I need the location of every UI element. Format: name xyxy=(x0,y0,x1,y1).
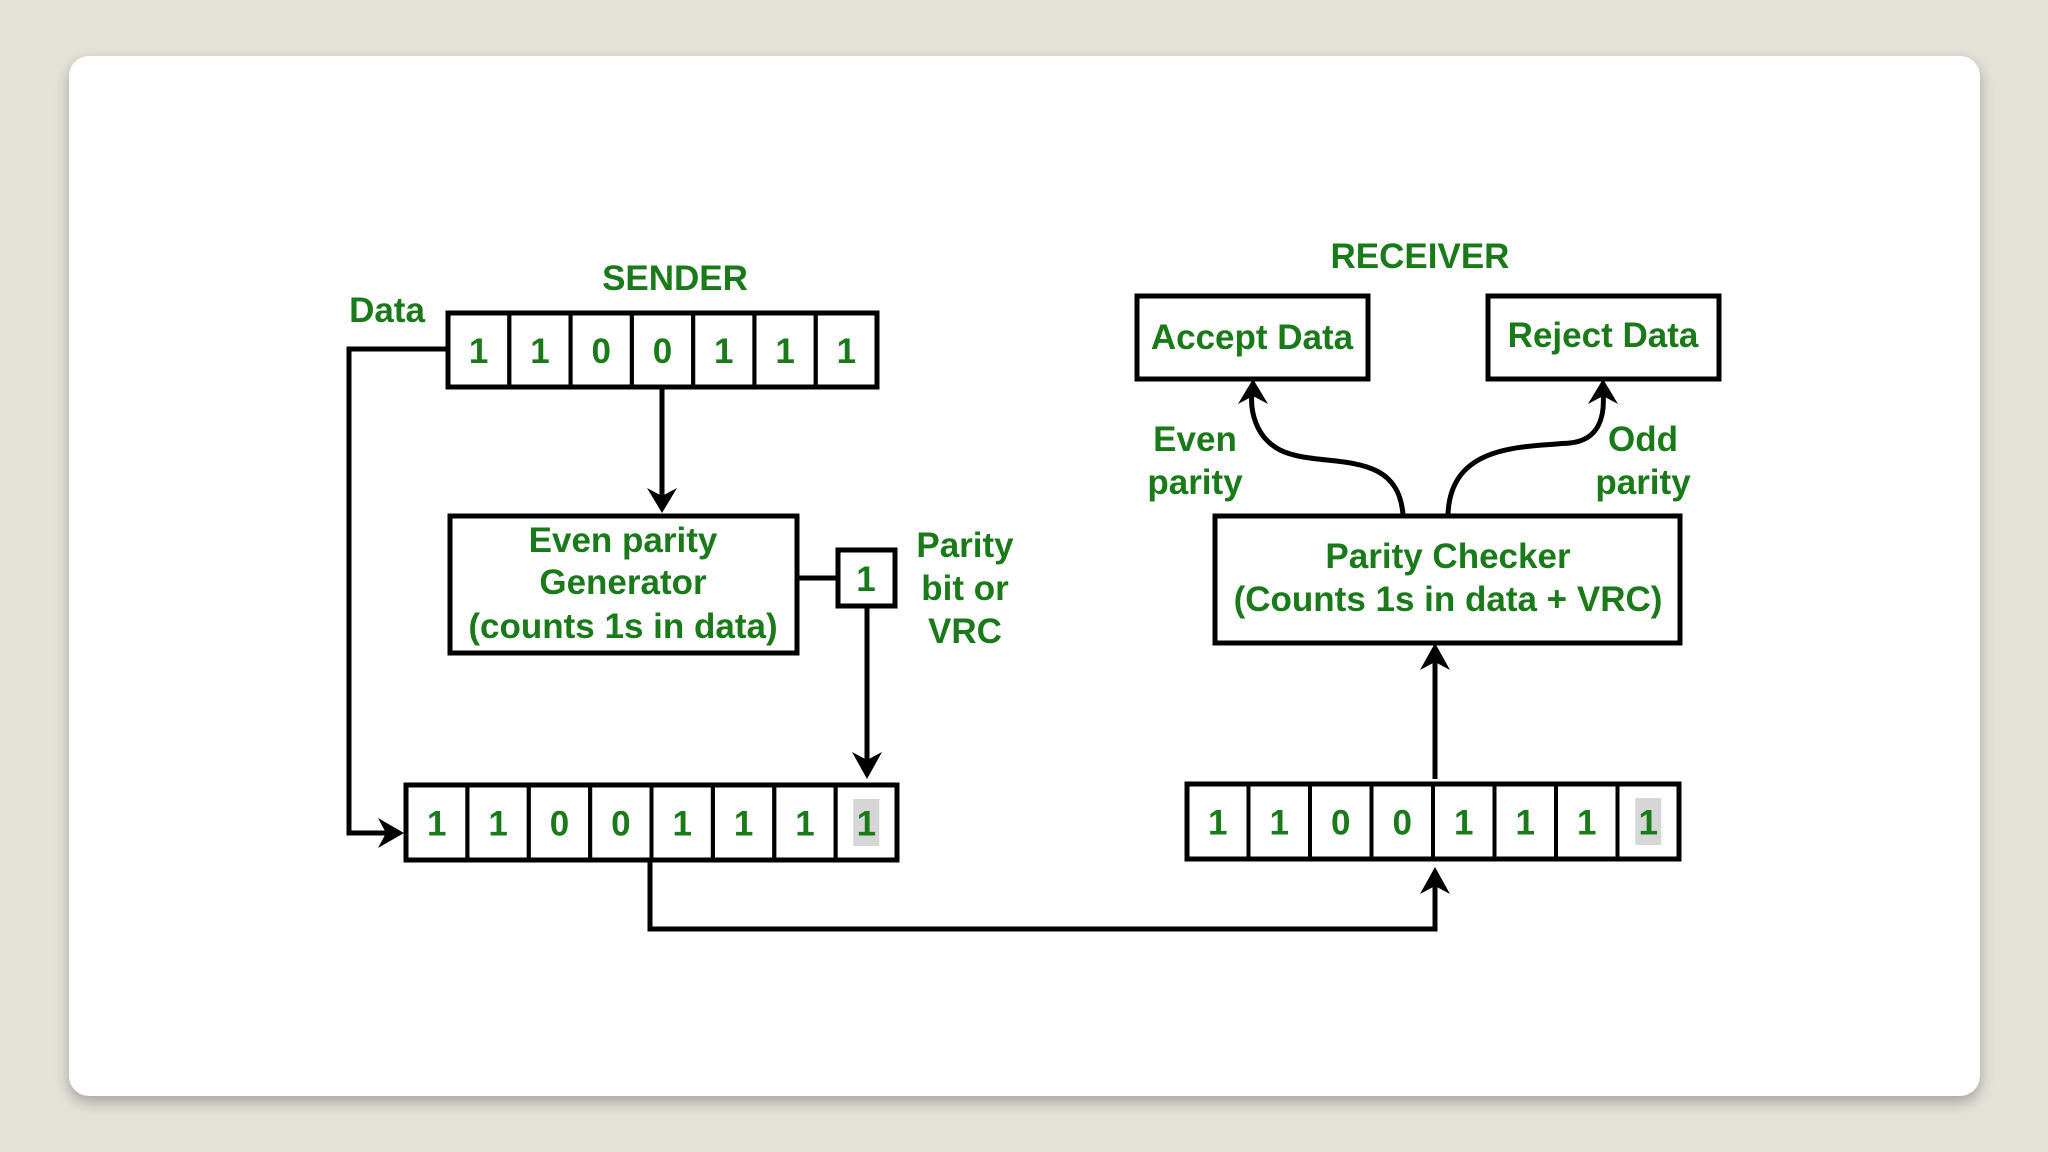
receiver-codeword-bit: 0 xyxy=(1393,804,1412,843)
generator-line-2: Generator xyxy=(539,563,707,602)
data-register-bit: 1 xyxy=(530,332,549,371)
generator-line-1: Even parity xyxy=(529,521,718,560)
reject-data-box xyxy=(1485,293,1722,382)
accept-data-label: Accept Data xyxy=(1151,318,1354,357)
generator-line-3: (counts 1s in data) xyxy=(468,607,777,646)
sender-codeword-bit: 0 xyxy=(550,805,569,844)
sender-codeword-bit: 1 xyxy=(734,805,753,844)
data-register-bit: 1 xyxy=(469,332,488,371)
checker-line-1: Parity Checker xyxy=(1325,537,1571,576)
transmission-wire xyxy=(647,860,1438,932)
odd-parity-arrowhead xyxy=(1588,379,1618,404)
odd-parity-curve xyxy=(1445,391,1606,516)
parity-label-line-3: VRC xyxy=(928,612,1002,651)
sender-codeword-bit: 1 xyxy=(488,805,507,844)
odd-parity-line-2: parity xyxy=(1595,463,1691,502)
even-parity-line-1: Even xyxy=(1153,420,1237,459)
receiver-codeword: 1 1 0 0 1 1 1 1 xyxy=(1184,781,1682,862)
data-register-bit: 1 xyxy=(714,332,733,371)
receiver-codeword-bit: 1 xyxy=(1577,804,1596,843)
receiver-title: RECEIVER xyxy=(1331,237,1510,276)
even-parity-generator-box xyxy=(447,513,800,656)
receiver-codeword-border xyxy=(1184,781,1682,862)
data-register-bit: 1 xyxy=(837,332,856,371)
odd-parity-line-1: Odd xyxy=(1608,420,1678,459)
codeword-to-checker-arrowhead xyxy=(1420,643,1450,670)
receiver-codeword-parity-highlight xyxy=(1635,798,1662,845)
parity-bit-value: 1 xyxy=(856,560,875,599)
parity-label-line-2: bit or xyxy=(921,569,1009,608)
sender-codeword-bit: 0 xyxy=(611,805,630,844)
parity-label-line-1: Parity xyxy=(916,526,1014,565)
receiver-codeword-bit: 0 xyxy=(1331,804,1350,843)
sender-title: SENDER xyxy=(602,259,748,298)
data-wire-arrowhead xyxy=(378,818,404,848)
sender-codeword-bit: 1 xyxy=(857,805,876,844)
accept-data-box xyxy=(1134,293,1371,382)
receiver-codeword-bit: 1 xyxy=(1454,804,1473,843)
data-label: Data xyxy=(349,291,425,330)
even-parity-line-2: parity xyxy=(1147,463,1243,502)
sender-codeword-bit: 1 xyxy=(795,805,814,844)
sender-codeword-bit: 1 xyxy=(672,805,691,844)
receiver-codeword-bit: 1 xyxy=(1270,804,1289,843)
receiver-codeword-bit: 1 xyxy=(1516,804,1535,843)
sender-codeword-parity-highlight xyxy=(853,799,880,846)
data-wire xyxy=(346,346,448,836)
data-register: 1 1 0 0 1 1 1 xyxy=(445,310,880,390)
register-to-generator-arrowhead xyxy=(647,488,677,513)
data-register-bit: 1 xyxy=(775,332,794,371)
sender-codeword: 1 1 0 0 1 1 1 1 xyxy=(403,782,900,863)
even-parity-curve xyxy=(1249,391,1406,516)
reject-data-label: Reject Data xyxy=(1508,316,1699,355)
sender-codeword-bit: 1 xyxy=(427,805,446,844)
parity-checker-box xyxy=(1212,513,1683,646)
receiver-codeword-bit: 1 xyxy=(1639,804,1658,843)
even-parity-arrowhead xyxy=(1238,379,1268,404)
parity-to-codeword-arrowhead xyxy=(852,752,882,779)
checker-line-2: (Counts 1s in data + VRC) xyxy=(1234,580,1663,619)
transmission-arrowhead xyxy=(1420,867,1450,894)
data-register-bit: 0 xyxy=(591,332,610,371)
receiver-codeword-bit: 1 xyxy=(1208,804,1227,843)
data-register-bit: 0 xyxy=(653,332,672,371)
